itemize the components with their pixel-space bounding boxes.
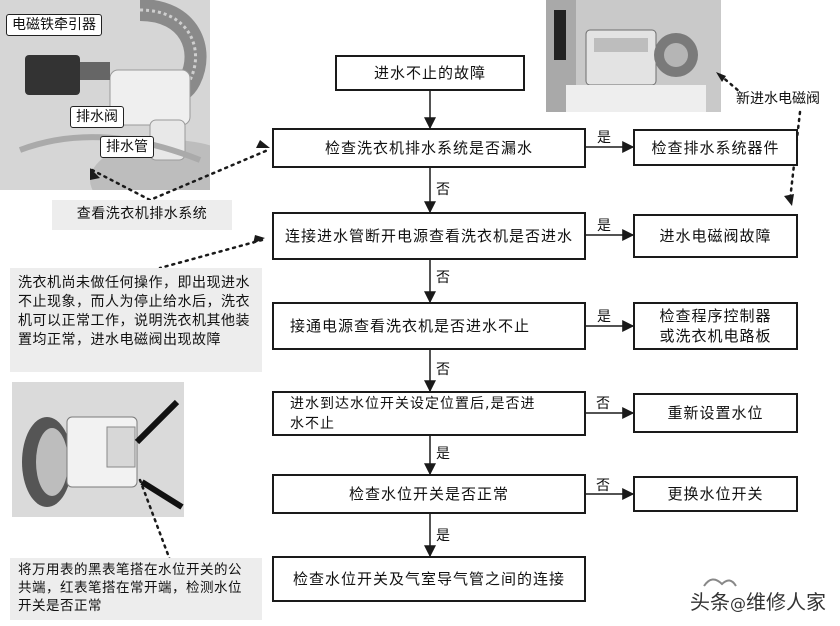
node-check-controller: 检查程序控制器 或洗衣机电路板 bbox=[633, 302, 798, 350]
water-level-switch-illustration bbox=[12, 382, 184, 517]
watermark-name: 维修人家 bbox=[746, 590, 826, 614]
edge-label-yes-3: 是 bbox=[597, 309, 611, 325]
node-reset-level-text: 重新设置水位 bbox=[667, 404, 764, 422]
node-check-connection-text: 检查水位开关及气室导气管之间的连接 bbox=[292, 570, 565, 588]
valve-fault-note-text: 洗衣机尚未做任何操作，即出现进水不止现象，而人为停止给水后，洗衣机可以正常工作，… bbox=[18, 275, 250, 348]
edge-label-no-2: 否 bbox=[436, 270, 450, 286]
edge-label-yes-4: 是 bbox=[436, 446, 450, 462]
edge-label-yes-5: 是 bbox=[436, 528, 450, 544]
node-check-drain-parts-text: 检查排水系统器件 bbox=[651, 138, 780, 157]
water-level-switch-photo bbox=[12, 382, 184, 517]
node-replace-switch: 更换水位开关 bbox=[633, 476, 798, 512]
edge-label-no-5: 否 bbox=[596, 478, 610, 494]
node-check-connection: 检查水位开关及气室导气管之间的连接 bbox=[272, 556, 586, 602]
node-power-on: 接通电源查看洗衣机是否进水不止 bbox=[272, 302, 586, 350]
edge-label-no-1: 否 bbox=[436, 182, 450, 198]
new-valve-caption: 新进水电磁阀 bbox=[736, 91, 820, 107]
multimeter-note-text: 将万用表的黑表笔搭在水位开关的公共端，红表笔搭在常开端，检测水位开关是否正常 bbox=[18, 562, 242, 614]
node-power-on-text: 接通电源查看洗衣机是否进水不止 bbox=[290, 317, 531, 335]
drain-system-photo bbox=[0, 0, 210, 190]
node-disconnect-text: 连接进水管断开电源查看洗衣机是否进水 bbox=[284, 227, 573, 245]
new-valve-photo bbox=[546, 0, 721, 112]
solenoid-valve-illustration bbox=[546, 0, 721, 112]
node-check-controller-text: 检查程序控制器 或洗衣机电路板 bbox=[659, 307, 772, 345]
drain-system-caption: 查看洗衣机排水系统 bbox=[52, 200, 232, 230]
node-start-text: 进水不止的故障 bbox=[373, 64, 486, 82]
drain-pipe-tag: 排水管 bbox=[100, 136, 154, 158]
node-water-level-question-text: 进水到达水位开关设定位置后,是否进 水不止 bbox=[290, 395, 536, 432]
node-check-switch: 检查水位开关是否正常 bbox=[272, 474, 586, 514]
watermark-at: @ bbox=[730, 594, 746, 613]
edge-label-yes-2: 是 bbox=[597, 218, 611, 234]
solenoid-tractor-tag: 电磁铁牵引器 bbox=[6, 14, 102, 36]
watermark-logo-icon bbox=[703, 578, 737, 587]
watermark-prefix: 头条 bbox=[690, 590, 730, 614]
edge-label-yes-1: 是 bbox=[597, 130, 611, 146]
node-valve-fault: 进水电磁阀故障 bbox=[633, 214, 798, 258]
node-check-switch-text: 检查水位开关是否正常 bbox=[348, 485, 509, 503]
node-water-level-question: 进水到达水位开关设定位置后,是否进 水不止 bbox=[272, 391, 586, 436]
watermark: 头条@维修人家 bbox=[690, 586, 826, 615]
node-valve-fault-text: 进水电磁阀故障 bbox=[659, 227, 772, 245]
edge-label-no-3: 否 bbox=[436, 362, 450, 378]
node-check-drain-text: 检查洗衣机排水系统是否漏水 bbox=[324, 139, 533, 157]
node-start: 进水不止的故障 bbox=[335, 55, 525, 91]
node-check-drain: 检查洗衣机排水系统是否漏水 bbox=[272, 128, 586, 168]
node-check-drain-parts: 检查排水系统器件 bbox=[633, 129, 798, 166]
node-replace-switch-text: 更换水位开关 bbox=[667, 485, 764, 503]
multimeter-note: 将万用表的黑表笔搭在水位开关的公共端，红表笔搭在常开端，检测水位开关是否正常 bbox=[10, 558, 262, 620]
drain-valve-tag: 排水阀 bbox=[70, 106, 124, 128]
drain-system-caption-text: 查看洗衣机排水系统 bbox=[76, 206, 208, 222]
valve-fault-note: 洗衣机尚未做任何操作，即出现进水不止现象，而人为停止给水后，洗衣机可以正常工作，… bbox=[10, 268, 262, 372]
edge-label-no-4: 否 bbox=[596, 396, 610, 412]
node-reset-level: 重新设置水位 bbox=[633, 393, 798, 433]
node-disconnect: 连接进水管断开电源查看洗衣机是否进水 bbox=[272, 212, 586, 260]
